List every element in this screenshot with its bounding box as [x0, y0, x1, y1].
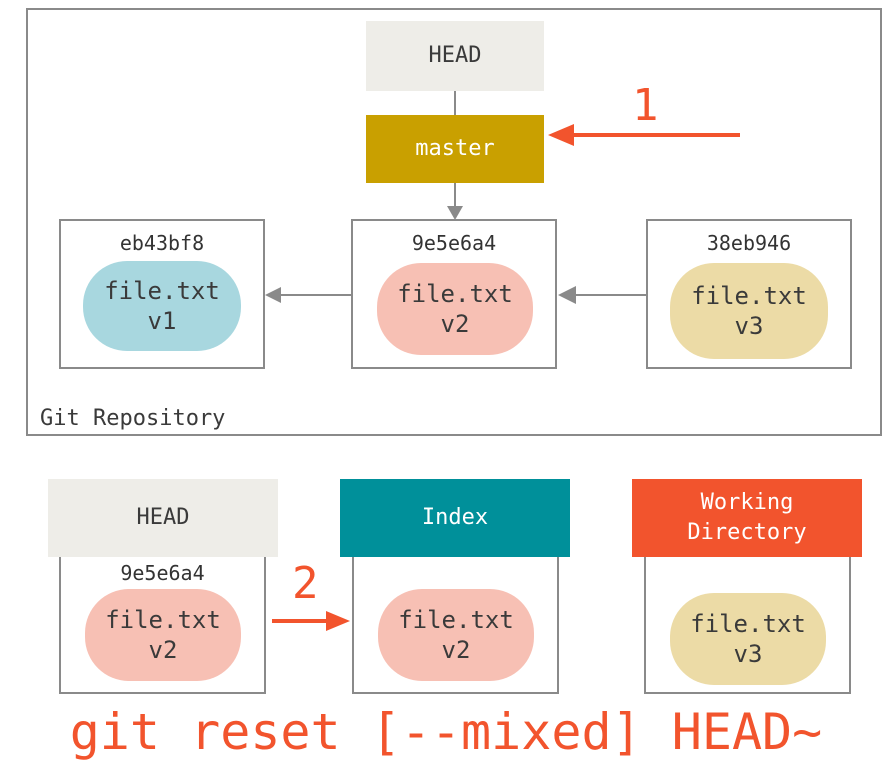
- file-version: v2: [440, 310, 470, 338]
- commit-hash: 38eb946: [706, 231, 792, 255]
- file-version: v2: [148, 636, 178, 664]
- working-directory-title-line1: Working: [700, 490, 794, 515]
- file-name: file.txt: [397, 280, 513, 308]
- file-name: file.txt: [398, 606, 514, 634]
- file-version: v3: [734, 312, 764, 340]
- head-ref: HEAD: [366, 21, 544, 91]
- commit-hash: eb43bf8: [119, 231, 205, 255]
- repository-label: Git Repository: [40, 406, 226, 431]
- working-directory-title-line2: Directory: [687, 520, 807, 545]
- commit-38eb946: 38eb946 file.txt v3: [646, 219, 852, 369]
- step1-arrowhead: [548, 124, 574, 146]
- file-name: file.txt: [690, 610, 806, 638]
- commit-9e5e6a4: 9e5e6a4 file.txt v2: [351, 219, 557, 369]
- working-file-blob: file.txt v3: [670, 593, 826, 685]
- file-version: v2: [441, 636, 471, 664]
- head-area-hash: 9e5e6a4: [120, 561, 205, 585]
- master-branch: master: [366, 115, 544, 183]
- file-name: file.txt: [104, 277, 220, 305]
- file-version: v3: [733, 640, 763, 668]
- step-1-label: 1: [632, 80, 659, 131]
- commit-hash: 9e5e6a4: [411, 231, 497, 255]
- working-directory-box: file.txt v3: [644, 557, 851, 694]
- file-name: file.txt: [105, 606, 221, 634]
- git-command: git reset [--mixed] HEAD~: [69, 703, 823, 761]
- file-name: file.txt: [691, 282, 807, 310]
- head-file-blob: file.txt v2: [85, 589, 241, 681]
- commit2-to-commit1-arrowhead: [265, 287, 281, 303]
- master-to-commit-arrowhead: [447, 206, 463, 220]
- index-file-blob: file.txt v2: [378, 589, 534, 681]
- commit3-to-commit2-arrowhead: [558, 286, 576, 304]
- head-area-header: HEAD: [48, 479, 278, 557]
- file-version: v1: [147, 307, 177, 335]
- step2-arrowhead: [326, 611, 350, 631]
- index-area-header: Index: [340, 479, 570, 557]
- file-blob-v2: file.txt v2: [377, 263, 533, 355]
- file-blob-v1: file.txt v1: [83, 261, 241, 351]
- commit-eb43bf8: eb43bf8 file.txt v1: [59, 219, 265, 369]
- head-area-box: 9e5e6a4 file.txt v2: [59, 557, 266, 694]
- working-directory-header: Working Directory: [632, 479, 862, 557]
- step-2-label: 2: [292, 558, 319, 609]
- index-area-box: file.txt v2: [352, 557, 559, 694]
- file-blob-v3: file.txt v3: [670, 263, 828, 359]
